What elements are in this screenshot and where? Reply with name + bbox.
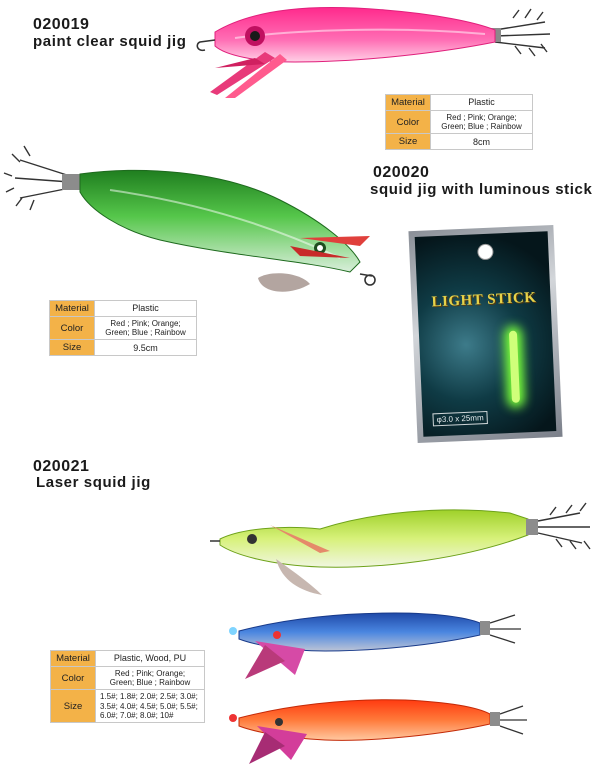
color-value: Red ; Pink; Orange;Green; Blue ; Rainbow (95, 665, 205, 691)
squid-jig-blue-image (229, 612, 521, 679)
color-value: Red ; Pink; Orange;Green; Blue ; Rainbow (94, 315, 197, 341)
product-title-020019: paint clear squid jig (33, 33, 187, 50)
hang-hole-icon (477, 243, 494, 261)
product-title-020021: Laser squid jig (36, 474, 151, 491)
light-stick-package: LIGHT STICK φ3.0 x 25mm (408, 224, 563, 444)
product-code-020020: 020020 (373, 164, 430, 181)
size-value: 8cm (430, 133, 533, 151)
spec-table-020020: Material Plastic Color Red ; Pink; Orang… (49, 300, 197, 357)
glow-stick-icon (508, 330, 521, 403)
size-value: 9.5cm (94, 339, 197, 357)
squid-jig-green-image (3, 145, 376, 292)
product-code-020021: 020021 (33, 458, 90, 475)
size-label: Size (50, 689, 96, 723)
product-code-020019: 020019 (33, 16, 90, 33)
squid-jig-pink-image (196, 7, 551, 98)
color-label: Color (50, 665, 96, 691)
package-spec: φ3.0 x 25mm (432, 410, 488, 427)
material-label: Material (50, 650, 96, 667)
product-title-020020: squid jig with luminous stick (370, 181, 593, 198)
light-stick-label: LIGHT STICK (431, 289, 537, 311)
color-label: Color (49, 315, 95, 341)
color-value: Red ; Pink; Orange;Green; Blue ; Rainbow (430, 109, 533, 135)
material-value: Plastic (430, 94, 533, 111)
material-value: Plastic, Wood, PU (95, 650, 205, 667)
material-value: Plastic (94, 300, 197, 317)
squid-jig-orange-image (229, 699, 527, 764)
spec-table-020021: Material Plastic, Wood, PU Color Red ; P… (50, 650, 205, 723)
squid-jig-lime-image (210, 502, 591, 595)
material-label: Material (385, 94, 431, 111)
size-label: Size (49, 339, 95, 357)
spec-table-020019: Material Plastic Color Red ; Pink; Orang… (385, 94, 533, 151)
size-value: 1.5#; 1.8#; 2.0#; 2.5#; 3.0#;3.5#; 4.0#;… (95, 689, 205, 723)
color-label: Color (385, 109, 431, 135)
material-label: Material (49, 300, 95, 317)
